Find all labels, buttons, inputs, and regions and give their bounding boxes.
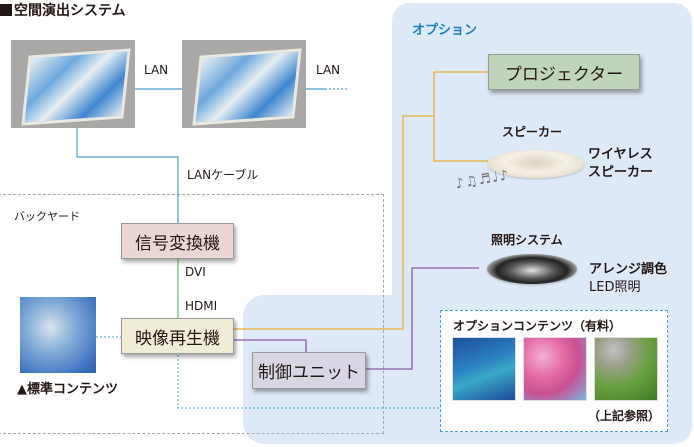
content-thumb-aquarium <box>452 337 516 401</box>
option-content-note: （上記参照） <box>588 409 661 423</box>
projector-box: プロジェクター <box>488 54 640 90</box>
page-title-text: 空間演出システム <box>14 3 126 19</box>
speaker-line <box>433 116 488 162</box>
led-label-1: アレンジ調色 <box>589 262 668 277</box>
lan-cable-label: LANケーブル <box>187 168 259 182</box>
option-content-line <box>177 355 440 409</box>
control-unit-box: 制御ユニット <box>252 352 366 389</box>
lan-label-1: LAN <box>144 63 169 77</box>
option-content-box: オプションコンテンツ（有料） （上記参照） <box>440 310 668 432</box>
ceiling-panel-2 <box>182 40 306 128</box>
options-title: オプション <box>412 23 478 38</box>
standard-content-image <box>20 297 96 373</box>
led-label-2: LED照明 <box>589 280 641 295</box>
hdmi-label: HDMI <box>185 299 218 313</box>
square-bullet-icon <box>0 4 12 16</box>
option-content-title: オプションコンテンツ（有料） <box>453 319 622 333</box>
player-to-control-line <box>234 339 307 352</box>
wireless-speaker-label-1: ワイヤレス <box>588 147 653 162</box>
wireless-speaker-label-2: スピーカー <box>588 165 654 180</box>
standard-content-label: ▲標準コンテンツ <box>17 382 118 397</box>
sky-display <box>21 48 131 126</box>
lan-label-2: LAN <box>316 63 341 77</box>
content-thumb-greenery <box>594 337 658 401</box>
lan-cable-line <box>76 128 179 223</box>
dvi-label: DVI <box>185 265 206 279</box>
control-to-lighting-line <box>365 267 479 370</box>
speaker-label: スピーカー <box>502 125 563 139</box>
page-title: 空間演出システム <box>0 0 126 20</box>
ceiling-panel-1 <box>11 40 135 128</box>
backyard-frame <box>0 194 384 434</box>
backyard-label: バックヤード <box>14 210 80 223</box>
signal-converter-box: 信号変換機 <box>121 223 234 259</box>
sky-display <box>192 48 302 126</box>
led-light-image <box>487 254 577 284</box>
projector-line <box>234 71 488 330</box>
content-thumb-cherry-blossom <box>523 337 587 401</box>
lighting-system-label: 照明システム <box>491 233 563 247</box>
backyard-white-corner <box>243 195 383 295</box>
video-player-box: 映像再生機 <box>121 318 234 354</box>
speaker-image <box>488 150 584 178</box>
